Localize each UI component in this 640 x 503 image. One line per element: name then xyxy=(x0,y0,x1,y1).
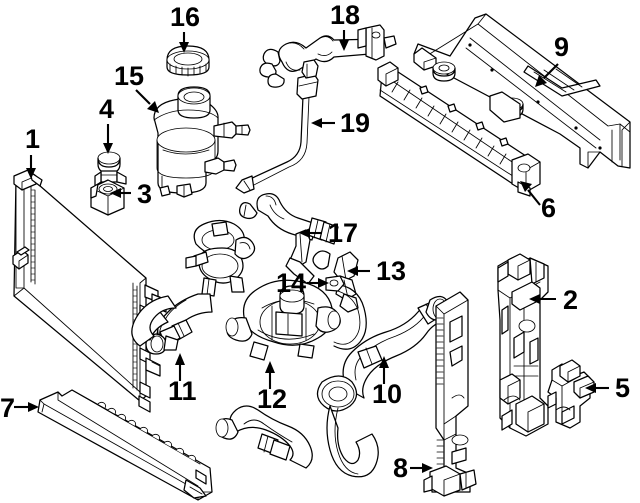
part-cowl-panel[interactable] xyxy=(413,13,631,169)
callout-3[interactable]: 3 xyxy=(137,179,152,209)
part-retainer-clip[interactable] xyxy=(547,359,595,429)
callout-11[interactable]: 11 xyxy=(168,376,197,406)
callout-leaders xyxy=(14,30,609,473)
callout-13[interactable]: 13 xyxy=(376,256,406,286)
part-auxiliary-water-pump[interactable] xyxy=(225,279,341,361)
part-upper-coolant-hose[interactable] xyxy=(239,193,339,245)
part-mounting-grommet[interactable] xyxy=(90,179,125,216)
callout-12[interactable]: 12 xyxy=(257,384,287,414)
callout-19[interactable]: 19 xyxy=(340,108,370,138)
callout-8[interactable]: 8 xyxy=(393,453,408,483)
part-transmission-oil-cooler[interactable] xyxy=(37,389,213,501)
callout-4[interactable]: 4 xyxy=(99,94,114,124)
part-side-mounting-bracket-right[interactable] xyxy=(497,253,549,437)
callout-5[interactable]: 5 xyxy=(615,373,630,403)
callout-7[interactable]: 7 xyxy=(0,393,15,423)
part-lower-radiator-hose[interactable] xyxy=(316,295,451,478)
callout-18[interactable]: 18 xyxy=(330,0,360,30)
part-lower-air-duct[interactable] xyxy=(423,291,477,497)
callout-9[interactable]: 9 xyxy=(554,32,569,62)
part-coolant-crossover-pipe[interactable] xyxy=(259,24,397,88)
part-hose-upper-link xyxy=(131,295,177,347)
callout-15[interactable]: 15 xyxy=(114,61,144,91)
callout-17[interactable]: 17 xyxy=(328,218,358,248)
part-expansion-tank-cap[interactable] xyxy=(166,45,210,77)
callout-14[interactable]: 14 xyxy=(276,268,306,298)
part-lower-bypass-hose xyxy=(215,405,313,469)
callout-numbers: 1 2 3 4 5 6 7 8 9 10 11 12 13 14 15 16 1… xyxy=(0,0,630,483)
part-thermostat-hose-connector[interactable] xyxy=(145,219,256,355)
part-coolant-vent-line[interactable] xyxy=(235,59,319,194)
callout-10[interactable]: 10 xyxy=(372,379,402,409)
callout-1[interactable]: 1 xyxy=(25,124,40,154)
callout-6[interactable]: 6 xyxy=(541,193,556,223)
callout-16[interactable]: 16 xyxy=(170,2,200,32)
callout-2[interactable]: 2 xyxy=(563,285,578,315)
part-coolant-expansion-tank[interactable] xyxy=(153,86,251,198)
